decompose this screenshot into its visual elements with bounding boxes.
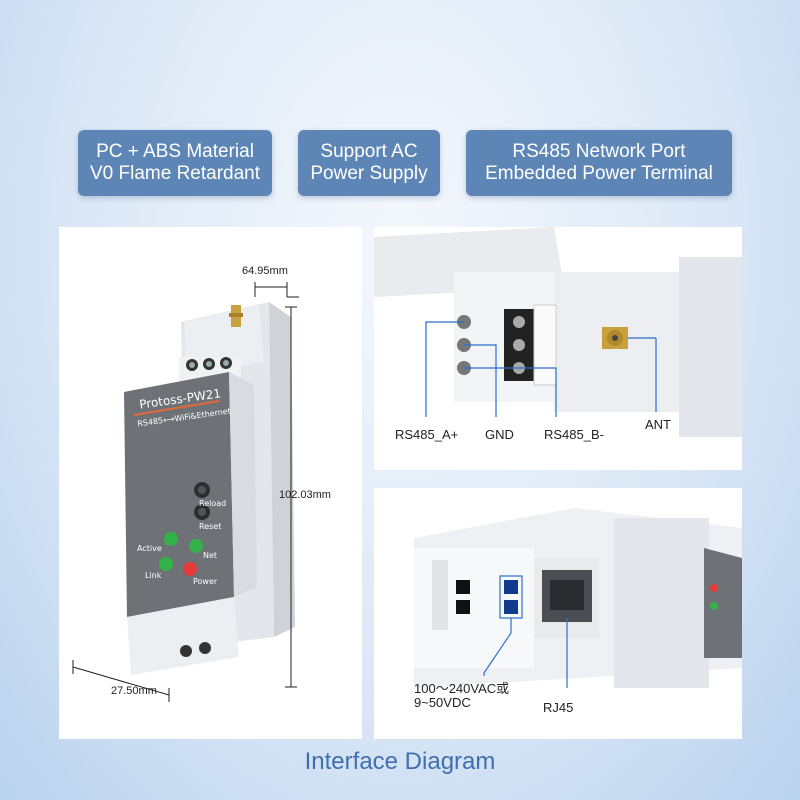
terminal-illustration [374,227,742,437]
power-range-label: 100～240VAC或 [414,681,510,696]
badge-line: PC + ABS Material [96,141,254,162]
badge-line: V0 Flame Retardant [89,163,261,184]
led-link-label: Link [145,571,162,580]
power-range-label-dc: 9~50VDC [414,695,471,710]
width-dimension: 64.95mm [242,265,288,277]
rj45-label: RJ45 [543,700,574,715]
reset-label: Reset [199,522,222,531]
badge-line: RS485 Network Port [512,141,686,162]
height-dimension: 102.03mm [279,489,331,501]
terminal-detail-panel: RS485_A+ GND RS485_B- ANT [374,227,742,470]
badge-line: Support AC [320,141,418,162]
ant-label: ANT [645,417,671,432]
interface-diagram-caption: Interface Diagram [304,748,496,775]
led-net-label: Net [203,551,218,560]
device-dimensions-panel: Protoss-PW21 RS485⟷WiFi&Ethernet Reload … [59,227,362,739]
feature-badge-material: PC + ABS Material V0 Flame Retardant [78,130,272,196]
led-active-label: Active [137,544,162,553]
feature-badge-power: Support AC Power Supply [298,130,440,196]
feature-badge-port: RS485 Network Port Embedded Power Termin… [466,130,732,196]
reload-label: Reload [199,499,227,508]
rs485-a-label: RS485_A+ [395,427,459,442]
depth-dimension: 27.50mm [111,685,157,697]
power-rj45-panel: 100～240VAC或 9~50VDC RJ45 [374,488,742,739]
rs485-b-label: RS485_B- [544,427,604,442]
gnd-label: GND [485,427,514,442]
badge-line: Embedded Power Terminal [485,163,713,184]
led-power-label: Power [193,577,218,586]
power-rj45-illustration [414,508,742,688]
device-illustration [72,282,299,702]
badge-line: Power Supply [310,163,428,184]
